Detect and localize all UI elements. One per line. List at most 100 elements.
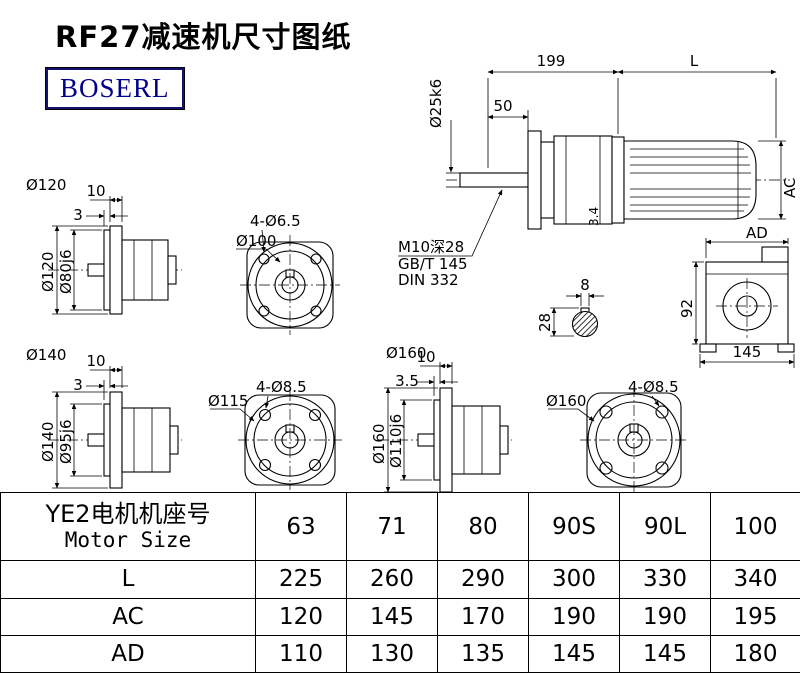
dim-f140-spigot: Ø95j6 bbox=[57, 419, 75, 464]
input-shaft bbox=[459, 172, 529, 188]
flange-view-140: Ø140 10 3 Ø140 bbox=[26, 346, 182, 489]
table-row-AC: AC 120 145 170 190 190 195 bbox=[0, 597, 800, 636]
table-cell: 130 bbox=[346, 634, 438, 673]
motor-adapter bbox=[611, 136, 625, 224]
row-label: L bbox=[0, 560, 256, 599]
table-cell: 110 bbox=[255, 634, 347, 673]
flange-disc bbox=[527, 130, 542, 230]
main-dimensions: 199 L 50 Ø25k6 AC 3.4 M10深28 GB/T 145 DI… bbox=[398, 52, 799, 289]
table-cell: 80 bbox=[437, 491, 529, 562]
motor-size-table: YE2电机机座号 Motor Size 63 71 80 90S 90L 100… bbox=[0, 491, 800, 673]
dim-L-label: L bbox=[690, 52, 699, 70]
table-cell: 90L bbox=[619, 491, 711, 562]
flange-view-120: Ø120 10 3 Ø120 bbox=[26, 176, 182, 315]
dim-f120-od: Ø120 bbox=[39, 252, 57, 292]
thread-note-line1: M10深28 bbox=[398, 238, 464, 256]
table-cell: 300 bbox=[528, 560, 620, 599]
motor-fins bbox=[630, 148, 751, 212]
side-view: AD 92 145 bbox=[678, 224, 795, 368]
table-cell: 145 bbox=[528, 634, 620, 673]
table-cell: 330 bbox=[619, 560, 711, 599]
table-header-row: YE2电机机座号 Motor Size 63 71 80 90S 90L 100 bbox=[0, 491, 800, 562]
flange-view-160: Ø160 10 3.5 Ø160 bbox=[370, 344, 512, 492]
flange140-title: Ø140 bbox=[26, 346, 66, 364]
dim-8-label: 8 bbox=[580, 276, 590, 294]
logo-text: BOSERL bbox=[60, 73, 170, 103]
table-cell: 170 bbox=[437, 597, 529, 636]
table-cell: 100 bbox=[710, 491, 800, 562]
dim-f120-10: 10 bbox=[86, 182, 105, 200]
spigot-160 bbox=[433, 399, 441, 481]
table-cell: 340 bbox=[710, 560, 800, 599]
table-cell: 190 bbox=[528, 597, 620, 636]
motor-body bbox=[623, 140, 757, 220]
dim-AD-label: AD bbox=[746, 224, 768, 242]
gear-housing bbox=[553, 135, 613, 225]
flange160-title: Ø160 bbox=[386, 344, 426, 362]
spigot-140 bbox=[103, 403, 111, 477]
front-view-160: 4-Ø8.5 Ø160 bbox=[546, 378, 688, 492]
dim-f120-3: 3 bbox=[73, 206, 83, 224]
header-cell-motor-size: YE2电机机座号 Motor Size bbox=[0, 491, 256, 562]
front115-holes-label: 4-Ø8.5 bbox=[256, 378, 307, 396]
flange-120 bbox=[109, 225, 123, 315]
thread-note-line2: GB/T 145 bbox=[398, 255, 468, 273]
front-view-115: 4-Ø8.5 Ø115 bbox=[208, 378, 342, 490]
dim-f140-10: 10 bbox=[86, 352, 105, 370]
table-row-L: L 225 260 290 300 330 340 bbox=[0, 560, 800, 599]
table-cell: 195 bbox=[710, 597, 800, 636]
front160-holes-label: 4-Ø8.5 bbox=[628, 378, 679, 396]
flange-160 bbox=[439, 387, 453, 492]
dim-145-label: 145 bbox=[733, 343, 762, 361]
dim-f160-10: 10 bbox=[416, 348, 435, 366]
header-en: Motor Size bbox=[64, 528, 192, 553]
table-cell: 260 bbox=[346, 560, 438, 599]
table-cell: 120 bbox=[255, 597, 347, 636]
dim-AC-label: AC bbox=[781, 178, 799, 198]
foot-right bbox=[777, 343, 795, 353]
key-section-view: 8 28 bbox=[536, 276, 604, 338]
row-label: AD bbox=[0, 634, 256, 673]
table-cell: 63 bbox=[255, 491, 347, 562]
dim-f160-od: Ø160 bbox=[370, 424, 388, 464]
row-label: AC bbox=[0, 597, 256, 636]
table-cell: 145 bbox=[619, 634, 711, 673]
dim-199-label: 199 bbox=[537, 52, 566, 70]
boserl-logo: BOSERL bbox=[46, 68, 184, 109]
table-cell: 135 bbox=[437, 634, 529, 673]
housing-120 bbox=[121, 239, 169, 301]
front100-holes-label: 4-Ø6.5 bbox=[250, 212, 301, 230]
thread-note-leader bbox=[398, 189, 503, 257]
front160-dia-label: Ø160 bbox=[546, 392, 586, 410]
housing-140 bbox=[121, 407, 171, 473]
front115-dia-label: Ø115 bbox=[208, 392, 248, 410]
front100-dia-label: Ø100 bbox=[236, 232, 276, 250]
terminal-box bbox=[761, 246, 789, 263]
table-cell: 225 bbox=[255, 560, 347, 599]
thread-note-line3: DIN 332 bbox=[398, 271, 459, 289]
dim-f140-od: Ø140 bbox=[39, 422, 57, 462]
spigot-120 bbox=[103, 229, 111, 311]
table-cell: 71 bbox=[346, 491, 438, 562]
dim-92-label: 92 bbox=[678, 299, 696, 318]
flange120-title: Ø120 bbox=[26, 176, 66, 194]
table-cell: 145 bbox=[346, 597, 438, 636]
table-row-AD: AD 110 130 135 145 145 180 bbox=[0, 634, 800, 673]
table-cell: 290 bbox=[437, 560, 529, 599]
housing-160 bbox=[451, 405, 501, 475]
table-cell: 180 bbox=[710, 634, 800, 673]
table-cell: 190 bbox=[619, 597, 711, 636]
foot-left bbox=[699, 343, 717, 353]
page-title: RF27减速机尺寸图纸 bbox=[55, 20, 352, 54]
flange-140 bbox=[109, 391, 123, 489]
table-cell: 90S bbox=[528, 491, 620, 562]
technical-drawing: 199 L 50 Ø25k6 AC 3.4 M10深28 GB/T 145 DI… bbox=[26, 52, 799, 492]
dim-f160-35: 3.5 bbox=[395, 372, 419, 390]
dim-f160-spigot: Ø110j6 bbox=[387, 414, 405, 468]
dim-shaft-dia-label: Ø25k6 bbox=[427, 79, 445, 128]
dim-f140-3: 3 bbox=[73, 376, 83, 394]
main-assembly-view bbox=[446, 130, 790, 230]
shaft-section bbox=[571, 310, 599, 338]
dim-34-label: 3.4 bbox=[587, 207, 601, 226]
